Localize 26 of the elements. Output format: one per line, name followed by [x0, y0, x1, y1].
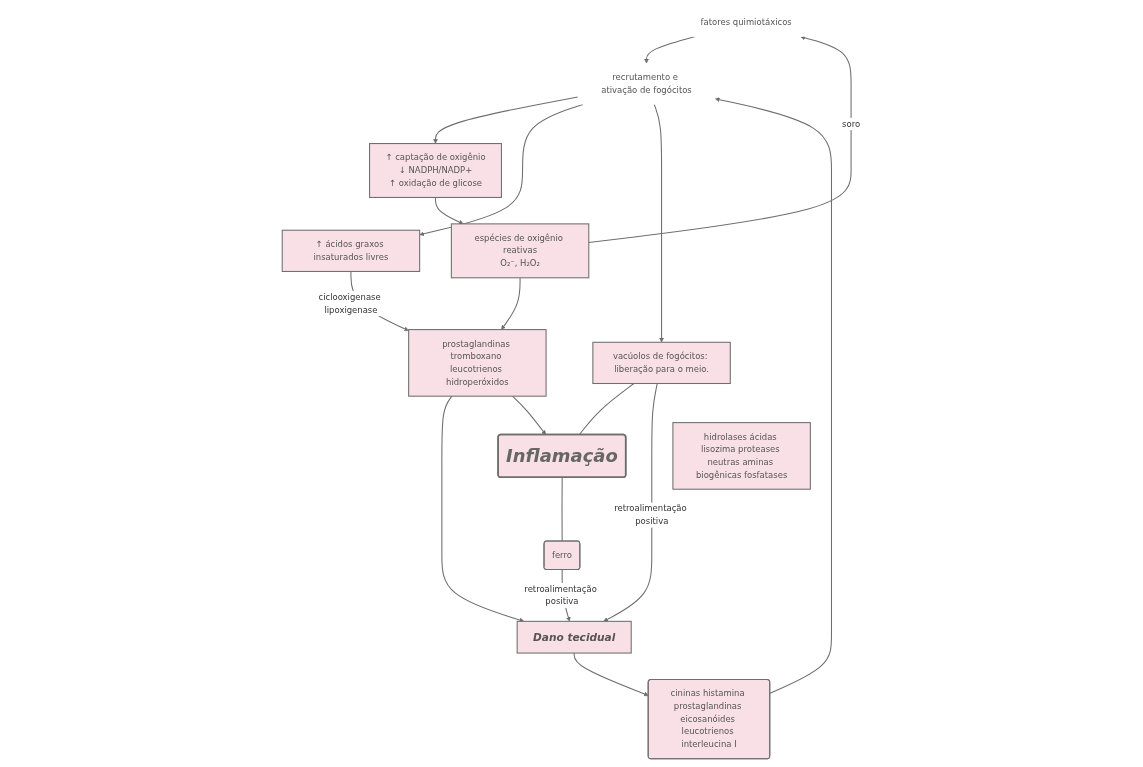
arrow	[603, 382, 659, 622]
connector	[579, 382, 635, 436]
arrow	[654, 103, 665, 343]
node-text: fatores quimiotáxicos	[700, 17, 793, 28]
node-box: ↑ ácidos graxos insaturados livres	[282, 229, 421, 272]
node-box: espécies de oxigênio reativas O₂⁻, H₂O₂	[451, 223, 590, 279]
arrow	[715, 97, 833, 694]
node-text: recrutamento e ativação de fogócitos	[601, 72, 693, 95]
arrow	[574, 652, 649, 697]
arrow	[644, 36, 696, 64]
arrow	[419, 103, 584, 237]
arrow	[435, 196, 464, 225]
arrow	[512, 395, 547, 435]
arrow	[441, 395, 525, 623]
arrow	[433, 96, 579, 144]
edge-label: retroalimentação positiva	[524, 583, 598, 607]
arrow	[501, 277, 521, 330]
edge-label: ciclooxigenase lipoxigenase	[318, 292, 381, 315]
node-box: hidrolases ácidas lisozima proteases neutras aminas biogênicas fosfatases	[672, 422, 812, 490]
connector	[561, 477, 564, 542]
edge-label: soro	[842, 118, 861, 129]
node-box: prostaglandinas tromboxano leucotrienos hidroperóxidos	[408, 329, 547, 397]
edge-label: retroalimentação positiva	[614, 503, 687, 527]
node-box: Dano tecidual	[516, 620, 633, 654]
node-box: vacúolos de fogócitos: liberação para o meio.	[592, 341, 732, 385]
node-box: ↑ captação de oxigênio ↓ NADPH/NADP+ ↑ oxidação de glicose	[369, 143, 503, 198]
